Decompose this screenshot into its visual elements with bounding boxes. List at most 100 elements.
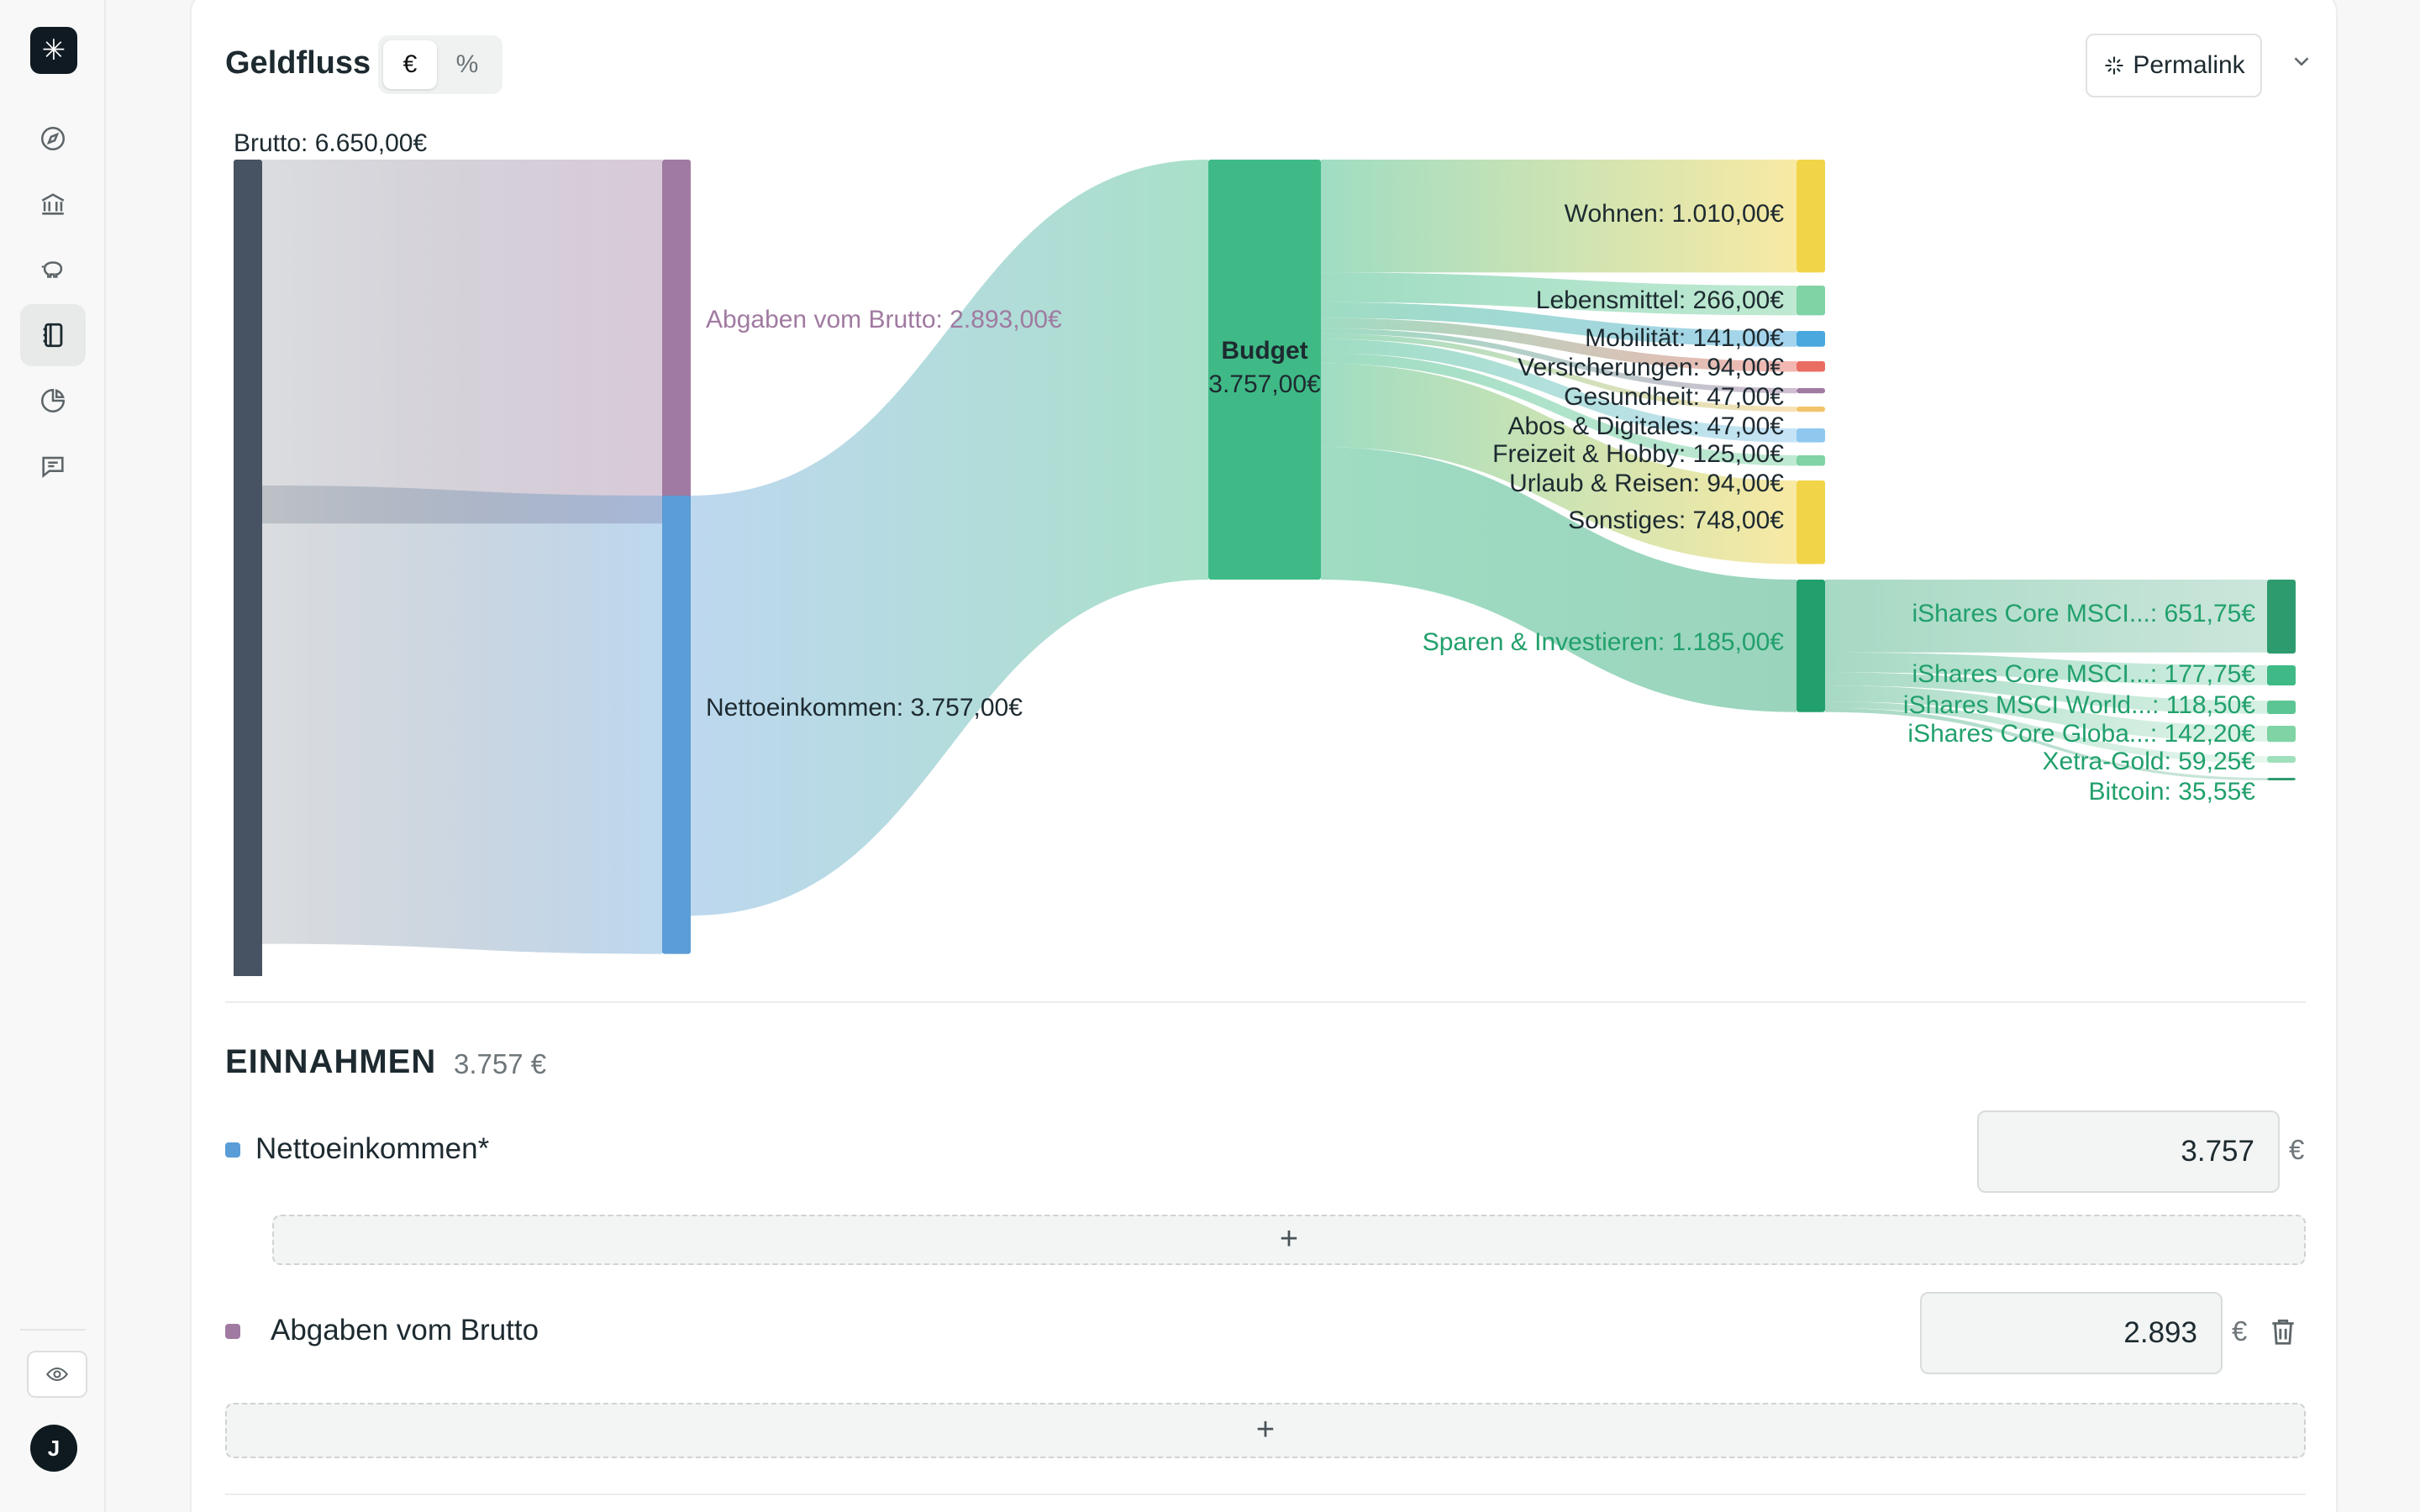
link-brutto-netto (262, 486, 662, 954)
income-amount-input[interactable]: 3.757 (1977, 1110, 2280, 1193)
sidebar-item-savings[interactable] (20, 239, 86, 301)
label-sparen: Sparen & Investieren: 1.185,00€ (1423, 628, 1785, 656)
label-gesundheit: Gesundheit: 47,00€ (1564, 383, 1784, 411)
sankey-node-sparen (1797, 580, 1825, 712)
permalink-button[interactable]: Permalink (2086, 34, 2262, 97)
link-sparen-etf4 (1825, 685, 2267, 742)
deduction-currency: € (2232, 1315, 2248, 1347)
deduction-amount-input[interactable]: 2.893 (1920, 1292, 2223, 1374)
income-currency: € (2289, 1134, 2305, 1165)
add-income-sub-button[interactable]: + (272, 1215, 2306, 1265)
sidebar-divider (20, 1329, 86, 1331)
link-netto-budget (691, 160, 1208, 916)
label-etf2: iShares Core MSCI...: 177,75€ (1912, 660, 2255, 688)
avatar[interactable]: J (30, 1425, 77, 1472)
sankey-node-versicherungen (1797, 361, 1825, 372)
link-sparen-etf1 (1825, 580, 2267, 653)
sankey-node-sonstiges (1797, 480, 1825, 564)
label-freizeit: Freizeit & Hobby: 125,00€ (1492, 440, 1784, 468)
label-budget: Budget (1221, 337, 1307, 365)
cashflow-card: Geldfluss € % Permalink Brutto: 6.650,00… (190, 0, 2338, 1512)
bank-icon (41, 193, 65, 215)
label-lebensmittel: Lebensmittel: 266,00€ (1536, 286, 1785, 314)
pie-chart-icon (40, 388, 66, 413)
toggle-percent[interactable]: % (455, 50, 479, 78)
section-divider-bottom (225, 1494, 2306, 1495)
sidebar: ✳ J (0, 0, 106, 1512)
income-row-label[interactable]: Nettoeinkommen* (255, 1132, 490, 1165)
label-gold: Xetra-Gold: 59,25€ (2043, 748, 2256, 775)
link-brutto-abgaben (262, 160, 662, 524)
label-etf4: iShares Core Globa...: 142,20€ (1907, 720, 2255, 748)
compass-icon (40, 126, 66, 151)
toggle-euro[interactable]: € (383, 40, 437, 89)
label-urlaub: Urlaub & Reisen: 94,00€ (1509, 470, 1784, 497)
link-sparen-bitcoin (1825, 707, 2267, 780)
label-abgaben: Abgaben vom Brutto: 2.893,00€ (706, 306, 1062, 333)
label-budget-value: 3.757,00€ (1208, 370, 1321, 398)
link-budget-sonstiges (1321, 363, 1797, 564)
link-budget-versicherungen (1321, 318, 1797, 372)
sankey-node-etf1 (2267, 580, 2296, 654)
notebook-icon (43, 323, 63, 348)
sidebar-item-messages[interactable] (20, 435, 86, 497)
unit-toggle: € % (378, 35, 502, 94)
link-budget-mobilitaet (1321, 302, 1797, 347)
sidebar-item-explore[interactable] (20, 108, 86, 170)
link-budget-gesundheit (1321, 328, 1797, 394)
label-etf3: iShares MSCI World...: 118,50€ (1903, 691, 2255, 719)
sankey-chart: Brutto: 6.650,00€ Abgaben vom Brutto: 2.8… (234, 129, 2296, 976)
sankey-node-netto (662, 496, 691, 954)
link-budget-lebensmittel (1321, 272, 1797, 316)
sankey-node-etf2 (2267, 665, 2296, 685)
add-income-button[interactable]: + (225, 1403, 2306, 1458)
label-versicherungen: Versicherungen: 94,00€ (1518, 354, 1784, 381)
label-brutto: Brutto: 6.650,00€ (234, 129, 427, 157)
sankey-node-freizeit (1797, 428, 1825, 443)
label-etf1: iShares Core MSCI...: 651,75€ (1912, 600, 2255, 627)
link-budget-urlaub (1321, 353, 1797, 466)
sankey-node-budget (1208, 160, 1321, 580)
sidebar-item-accounts[interactable] (20, 173, 86, 235)
sidebar-item-reports[interactable] (20, 370, 86, 432)
sankey-node-etf3 (2267, 701, 2296, 714)
label-bitcoin: Bitcoin: 35,55€ (2089, 778, 2256, 806)
sankey-node-gold (2267, 756, 2296, 763)
link-budget-abos (1321, 333, 1797, 412)
label-abos: Abos & Digitales: 47,00€ (1507, 412, 1784, 440)
app-logo[interactable]: ✳ (30, 27, 77, 74)
card-title: Geldfluss (225, 45, 371, 81)
permalink-label: Permalink (2133, 51, 2245, 79)
einnahmen-total: 3.757 € (454, 1048, 547, 1079)
income-color-dot (225, 1142, 240, 1158)
link-budget-wohnen (1321, 160, 1797, 273)
sankey-node-mobilitaet (1797, 331, 1825, 347)
deduction-row-label[interactable]: Abgaben vom Brutto (271, 1314, 539, 1347)
sankey-node-abgaben (662, 160, 691, 524)
chat-icon (42, 456, 64, 478)
sparkle-icon (2105, 56, 2123, 75)
link-sparen-etf2 (1825, 652, 2267, 685)
sankey-node-brutto (234, 160, 262, 976)
sankey-node-bitcoin (2267, 778, 2296, 780)
piggy-bank-icon (41, 261, 63, 278)
privacy-toggle-button[interactable] (27, 1351, 87, 1398)
link-sparen-gold (1825, 701, 2267, 763)
deduction-color-dot (225, 1324, 240, 1339)
chevron-down-icon[interactable] (2289, 49, 2314, 74)
einnahmen-title: EINNAHMEN (225, 1043, 437, 1080)
label-wohnen: Wohnen: 1.010,00€ (1565, 200, 1785, 228)
sankey-node-wohnen (1797, 160, 1825, 273)
sankey-node-etf4 (2267, 726, 2296, 743)
eye-icon (46, 1367, 68, 1382)
sankey-node-gesundheit (1797, 388, 1825, 394)
sankey-node-urlaub (1797, 455, 1825, 466)
sankey-node-lebensmittel (1797, 286, 1825, 316)
link-budget-sparen (1321, 447, 1797, 712)
sidebar-item-budget[interactable] (20, 304, 86, 366)
label-mobilitaet: Mobilität: 141,00€ (1585, 324, 1784, 352)
sankey-node-abos (1797, 407, 1825, 412)
trash-icon[interactable] (2267, 1314, 2299, 1349)
label-sonstiges: Sonstiges: 748,00€ (1568, 507, 1784, 534)
link-sparen-etf3 (1825, 672, 2267, 714)
